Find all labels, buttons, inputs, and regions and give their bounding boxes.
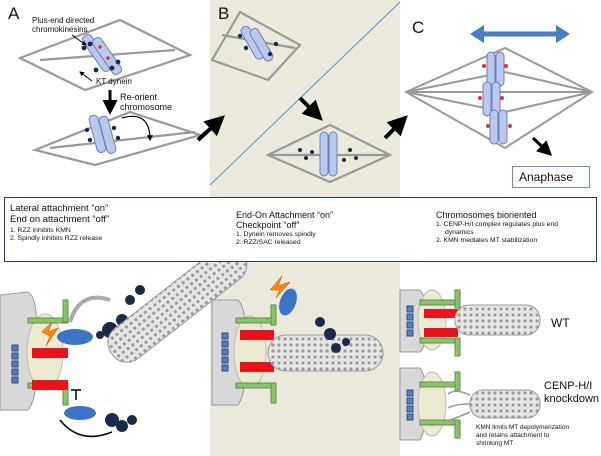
inner-kinetochore-mid [233,315,267,389]
list-item: 2. KMN mediates MT stabilization [436,237,538,244]
anaphase-label: Anaphase [519,170,574,184]
kmn-red-wt-bottom [424,328,458,337]
dynein-pointer [79,71,93,82]
arrow-to-anaphase [531,136,553,157]
kinesin-pointer [71,34,87,46]
dynein-mid [315,317,350,353]
banner-right-title: Chromosomes bioriented [436,210,537,220]
list-item: 1. Dynein removes spindly [236,231,316,238]
loop-arrow-bottom [59,419,113,438]
microtubule-wt [454,304,541,336]
double-arrow-right-head [556,25,570,43]
bolt-icon-mid [269,275,291,299]
panel-b-diagonal [209,1,401,186]
ccan-blue-kd [406,389,414,421]
depolymerizing-ends [447,390,471,421]
kmn-red-mid-bottom [240,362,274,372]
arrow-b-to-c [383,115,408,140]
list-item: 1. RZZ inhibits KMN [10,227,71,234]
banner-left-title1: Lateral attachment “on” [10,203,109,214]
banner-left: Lateral attachment “on” End on attachmen… [10,203,109,243]
kmn-red-wt-top [424,309,458,318]
ccan-blue-mid [221,332,229,372]
banner-left-title2: End on attachment “off” [10,214,110,225]
kmn-note: KMN limits MT depolymerization and retai… [476,424,570,447]
microtubule-endon [267,334,384,372]
list-item: dynamics [445,229,474,236]
chromosome-a-bottom [84,114,121,154]
bolt-icon-left [41,321,59,347]
motor-proteins-a-top [81,41,121,73]
panel-letter-b: B [218,4,230,23]
list-item: 2. Spindly inhibits RZZ release [10,235,103,242]
ndc80-green-wt [419,289,461,357]
dynein-left-bottom [105,413,137,432]
chromosome-b-bottom [298,131,358,177]
panel-letter-a: A [8,4,20,23]
arrow-a-to-b [196,115,225,142]
banner-middle-list: 1. Dynein removes spindly 2. RZZ/SAC rel… [236,231,333,247]
arrow-b-down [298,96,323,121]
wt-label: WT [551,316,570,330]
banner-middle-title2: Checkpoint “off” [236,220,300,230]
microtubule-kd [469,389,541,419]
banner-middle: End-On Attachment “on” Checkpoint “off” … [236,210,333,247]
list-item: 2. RZZ/SAC released [236,239,301,246]
banner-right-list: 1. CENP-H/I complex regulates plus end d… [436,221,558,245]
reorient-label: Re-orient chromosome [120,92,173,112]
banner-middle-title1: End-On Attachment “on” [236,210,334,220]
kmn-red-left-bottom [32,380,68,390]
ndc80-green-mid [235,304,277,404]
list-item: 1. CENP-H/I complex regulates plus end [436,221,559,228]
ccan-blue-wt [406,305,414,337]
kinesin-label: Plus-end directed chromokinesins [32,16,95,34]
kmn-red-left-top [32,348,68,358]
loop-arrow-top-left [68,295,111,323]
ccan-blue-left [11,344,19,384]
chromosome-b-top [237,25,279,62]
status-banner [4,197,597,262]
spindly-released [279,288,297,316]
ndc80-green-kd [419,371,461,439]
spindly-left [57,329,93,345]
rotation-arrow [121,115,153,142]
panel-letter-c: C [412,18,425,37]
banner-left-list: 1. RZZ inhibits KMN 2. Spindly inhibits … [10,227,109,243]
chromosomes-c [478,51,512,145]
kmn-red-mid-top [240,330,274,340]
dynein-left-top [96,285,145,339]
anaphase-box: Anaphase [512,166,590,188]
double-arrow-left-head [470,25,484,43]
knockdown-label: CENP-H/I knockdown [544,380,600,405]
spindly-left-bottom [64,406,96,420]
banner-right: Chromosomes bioriented 1. CENP-H/I compl… [436,210,558,245]
dynein-label: KT dynein [96,77,132,86]
